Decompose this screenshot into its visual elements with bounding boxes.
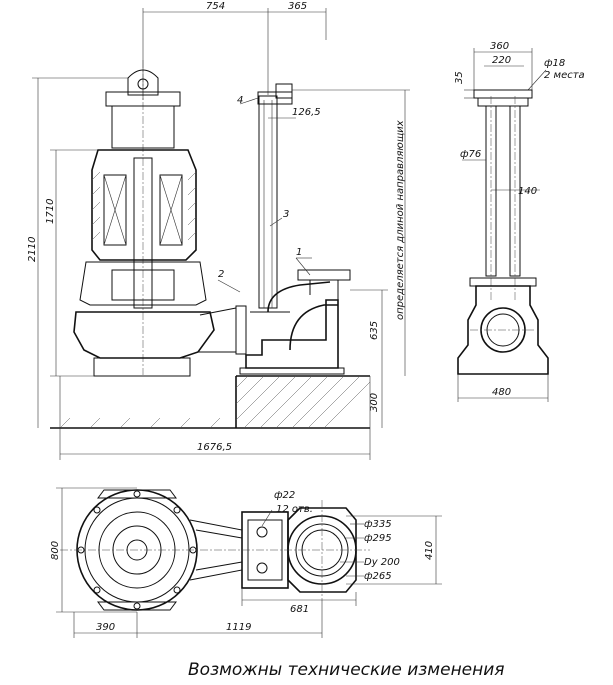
dim-754: 754: [206, 1, 225, 12]
dim-bolt-count: 12 отв.: [276, 504, 313, 515]
dim-360: 360: [490, 41, 509, 52]
dim-390: 390: [96, 622, 115, 633]
dim-295: ф295: [364, 533, 392, 544]
dim-1676-5: 1676,5: [197, 442, 232, 453]
callout-4: 4: [237, 95, 243, 106]
dim-140: 140: [518, 186, 537, 197]
callout-3: 3: [283, 209, 289, 220]
dim-410: 410: [424, 541, 435, 560]
plan-view: ф22 12 отв. ф335 ф295 Dy 200 ф265 800 41…: [50, 487, 442, 638]
dim-265: ф265: [364, 571, 392, 582]
dim-1710: 1710: [45, 199, 56, 224]
dim-1119: 1119: [226, 622, 251, 633]
callout-2: 2: [218, 269, 224, 280]
dim-2110: 2110: [27, 237, 38, 262]
caption: Возможны технические изменения: [188, 660, 505, 680]
dim-480: 480: [492, 387, 511, 398]
dim-335: ф335: [364, 519, 392, 530]
dim-365: 365: [288, 1, 307, 12]
housing-hatch: [91, 171, 197, 241]
pump-bolts: [77, 490, 197, 610]
dim-35: 35: [454, 71, 465, 84]
dim-bolt-dia: ф22: [274, 490, 295, 501]
rail-length-note: определяется длиной направляющих: [395, 120, 406, 320]
dim-dy200: Dy 200: [364, 557, 400, 568]
dim-hole-count: 2 места: [544, 70, 585, 81]
dim-126-5: 126,5: [292, 107, 321, 118]
dim-hole-dia: ф18: [544, 58, 565, 69]
side-view: 360 220 35 ф18 2 места ф76 140 480: [454, 41, 585, 402]
dim-635: 635: [369, 321, 380, 340]
dim-800: 800: [50, 541, 61, 560]
dim-300: 300: [369, 393, 380, 412]
front-view: 754 365: [27, 1, 410, 460]
foundation-hatch: [59, 375, 371, 429]
dim-220: 220: [492, 55, 511, 66]
dim-681: 681: [290, 604, 309, 615]
callout-1: 1: [296, 247, 302, 258]
dim-rail-dia: ф76: [460, 149, 481, 160]
